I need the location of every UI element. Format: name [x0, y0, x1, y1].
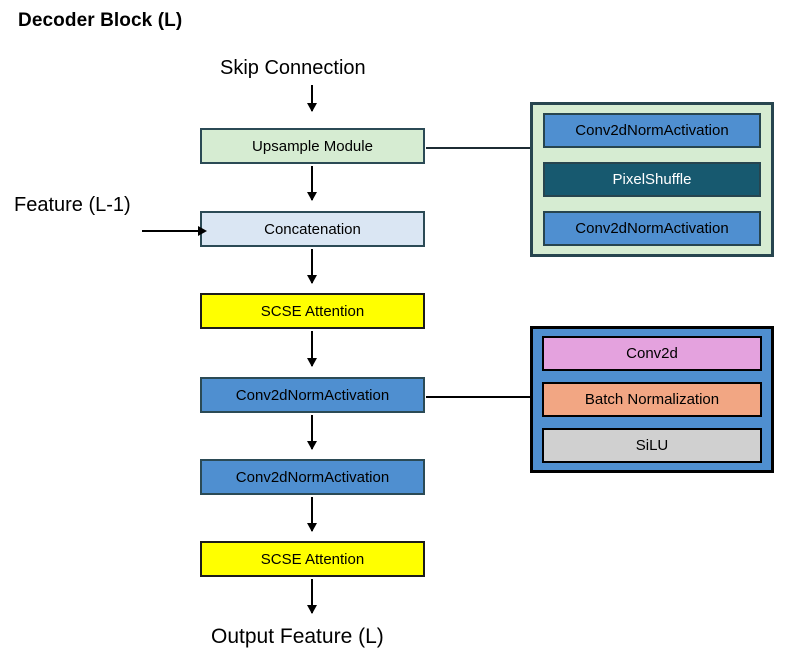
detail-item-conv2dnormactivation-1[interactable]: Conv2dNormActivation	[543, 113, 761, 148]
flow-box-scse-attention-1[interactable]: SCSE Attention	[200, 293, 425, 329]
flow-box-label: Concatenation	[264, 220, 361, 238]
skip-connection-label: Skip Connection	[220, 57, 366, 79]
detail-item-conv2d[interactable]: Conv2d	[542, 336, 762, 371]
detail-item-batch-normalization[interactable]: Batch Normalization	[542, 382, 762, 417]
flow-box-upsample-module[interactable]: Upsample Module	[200, 128, 425, 164]
flow-box-label: Upsample Module	[252, 137, 373, 155]
flow-box-scse-attention-2[interactable]: SCSE Attention	[200, 541, 425, 577]
arrow-feature-to-concat	[142, 226, 207, 236]
detail-item-silu[interactable]: SiLU	[542, 428, 762, 463]
arrow-skip-to-upsample	[307, 85, 317, 112]
conv-detail-panel: Conv2d Batch Normalization SiLU	[530, 326, 774, 473]
arrow-concat-to-scse1	[307, 249, 317, 284]
arrow-conv2-to-scse2	[307, 497, 317, 532]
flow-box-label: Conv2dNormActivation	[235, 386, 390, 404]
detail-item-conv2dnormactivation-2[interactable]: Conv2dNormActivation	[543, 211, 761, 246]
detail-item-label: SiLU	[635, 437, 669, 454]
arrow-conv1-to-conv2	[307, 415, 317, 450]
arrow-scse2-to-output	[307, 579, 317, 614]
output-feature-label: Output Feature (L)	[211, 625, 384, 648]
arrow-scse1-to-conv1	[307, 331, 317, 367]
flow-box-label: SCSE Attention	[260, 550, 365, 568]
connector-upsample-to-detail	[426, 147, 531, 149]
arrow-upsample-to-concat	[307, 166, 317, 201]
detail-item-label: Conv2dNormActivation	[575, 122, 729, 139]
flow-box-concatenation[interactable]: Concatenation	[200, 211, 425, 247]
detail-item-label: Conv2d	[626, 345, 678, 362]
flow-box-conv2dnormactivation-1[interactable]: Conv2dNormActivation	[200, 377, 425, 413]
diagram-title: Decoder Block (L)	[18, 10, 183, 31]
flow-box-label: Conv2dNormActivation	[235, 468, 390, 486]
detail-item-label: Conv2dNormActivation	[575, 220, 729, 237]
feature-input-label: Feature (L-1)	[14, 194, 131, 216]
detail-item-label: PixelShuffle	[612, 171, 692, 188]
flow-box-conv2dnormactivation-2[interactable]: Conv2dNormActivation	[200, 459, 425, 495]
detail-item-label: Batch Normalization	[584, 391, 720, 408]
detail-item-pixelshuffle[interactable]: PixelShuffle	[543, 162, 761, 197]
connector-conv-to-detail	[426, 396, 531, 398]
flow-box-label: SCSE Attention	[260, 302, 365, 320]
upsample-detail-panel: Conv2dNormActivation PixelShuffle Conv2d…	[530, 102, 774, 257]
